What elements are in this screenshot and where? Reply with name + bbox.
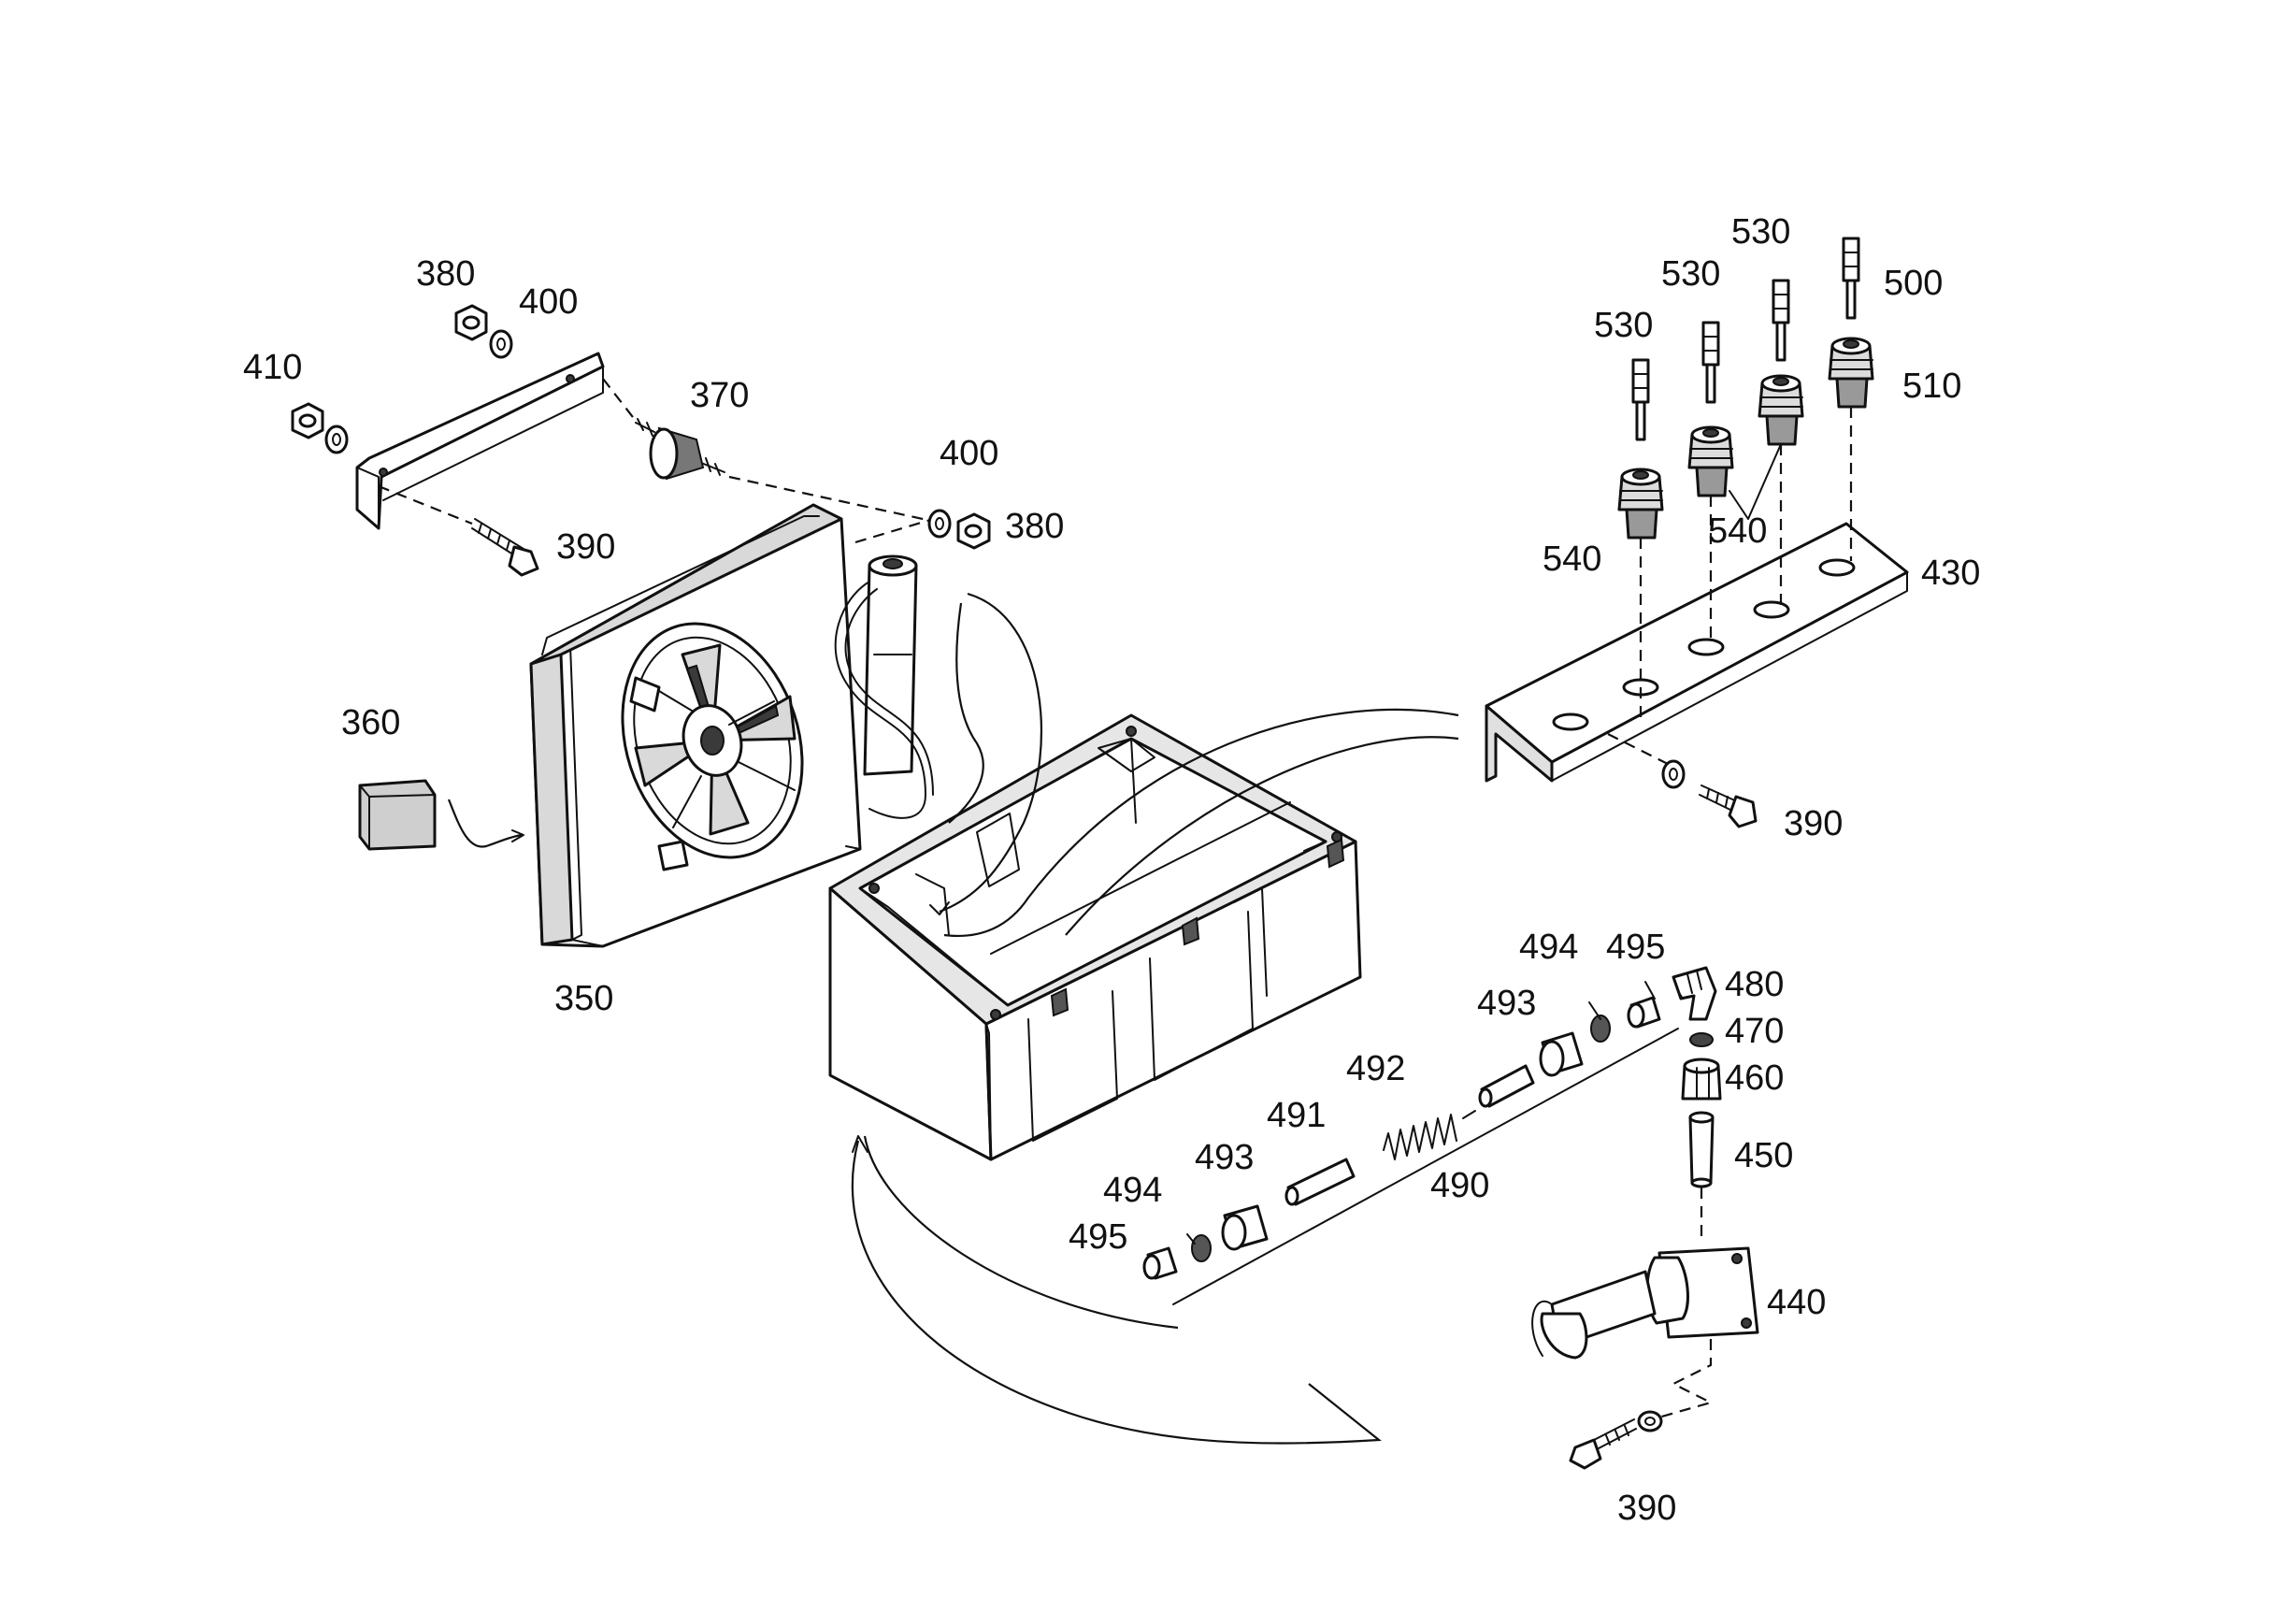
callout-390-left: 390 <box>556 527 615 567</box>
elbow-480 <box>1672 966 1717 1021</box>
bolt-390-left <box>471 518 539 577</box>
callout-400-right: 400 <box>940 434 998 473</box>
washer-390-bottom <box>1637 1410 1663 1432</box>
callout-390-bottom: 390 <box>1617 1489 1676 1528</box>
callout-410: 410 <box>243 348 302 387</box>
callout-500: 500 <box>1884 264 1943 303</box>
callout-470: 470 <box>1725 1012 1784 1051</box>
nut-380-right <box>956 512 991 550</box>
valve-510 <box>1828 337 1874 409</box>
flow-arrow-radiator <box>939 592 1042 914</box>
flow-arrow-bracket <box>943 708 1459 937</box>
valve-540-1 <box>1617 468 1664 540</box>
flow-arrow-bowden <box>851 1140 1382 1445</box>
nut-380-top <box>454 304 488 341</box>
lever-housing-440 <box>1531 1246 1759 1360</box>
washer-410 <box>324 425 349 454</box>
nut-410 <box>291 402 324 439</box>
bolt-390-bottom <box>1569 1418 1637 1470</box>
flow-arrow-bowden-inner <box>863 1135 1179 1330</box>
callout-493-left: 493 <box>1195 1138 1254 1177</box>
callout-430: 430 <box>1921 554 1980 593</box>
radiator-fan-assembly <box>529 503 934 948</box>
fitting-530-2 <box>1701 321 1720 404</box>
flow-arrow-bracket-inner <box>1065 736 1459 936</box>
callout-495-left: 495 <box>1069 1217 1127 1257</box>
callout-450: 450 <box>1734 1136 1793 1175</box>
nut-460 <box>1681 1058 1722 1101</box>
callout-380-right: 380 <box>1005 507 1064 546</box>
washer-390-bracket <box>1661 759 1686 789</box>
callout-492: 492 <box>1346 1049 1405 1088</box>
callout-numbers: 350 360 370 380 400 410 390 400 380 530 … <box>243 212 1980 1528</box>
callout-510: 510 <box>1902 367 1961 406</box>
bolt-390-bracket <box>1699 784 1758 828</box>
callout-493-right: 493 <box>1477 984 1536 1023</box>
callout-530-b: 530 <box>1661 254 1720 294</box>
callout-380-top: 380 <box>416 254 475 294</box>
rubber-mount-370 <box>635 418 725 481</box>
callout-530-c: 530 <box>1594 306 1653 345</box>
valve-540-2 <box>1687 425 1734 497</box>
callout-360: 360 <box>341 703 400 742</box>
washer-400-right <box>927 509 952 539</box>
housing-frame <box>828 713 1362 1161</box>
callout-440: 440 <box>1767 1283 1826 1322</box>
callout-540-a: 540 <box>1543 540 1601 579</box>
ring-470 <box>1689 1032 1714 1047</box>
flow-arrow-radiator-inner <box>948 602 984 824</box>
washer-400-top <box>489 329 513 359</box>
callout-530-a: 530 <box>1731 212 1790 252</box>
mounting-bracket-top <box>355 352 605 530</box>
fitting-530-1 <box>1631 358 1650 441</box>
callout-460: 460 <box>1725 1058 1784 1098</box>
bowden-parts <box>1142 981 1679 1305</box>
callout-370: 370 <box>690 376 749 415</box>
valve-540-3 <box>1758 374 1804 446</box>
filter-pad <box>358 779 524 851</box>
tube-450 <box>1688 1111 1715 1188</box>
fitting-500 <box>1842 237 1860 320</box>
callout-494-right: 494 <box>1519 928 1578 967</box>
callout-390-bracket: 390 <box>1784 804 1843 843</box>
callout-495-right: 495 <box>1606 928 1665 967</box>
callout-480: 480 <box>1725 965 1784 1004</box>
callout-400-top: 400 <box>519 282 578 322</box>
callout-494-left: 494 <box>1103 1171 1162 1210</box>
callout-540-b: 540 <box>1708 511 1767 551</box>
callout-350: 350 <box>554 979 613 1018</box>
fitting-530-3 <box>1772 279 1790 362</box>
callout-491: 491 <box>1267 1096 1326 1135</box>
callout-490: 490 <box>1430 1166 1489 1205</box>
